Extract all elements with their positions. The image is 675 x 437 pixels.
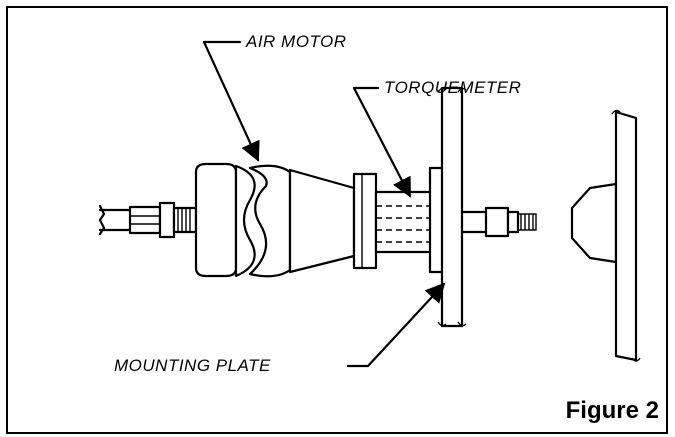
air-motor-leader — [202, 40, 260, 162]
mating-cone — [570, 182, 618, 264]
figure-caption: Figure 2 — [565, 397, 659, 424]
right-plate — [611, 109, 641, 362]
torquemeter — [352, 166, 458, 274]
torquemeter-label: TORQUEMETER — [384, 78, 522, 97]
mounting-plate-label: MOUNTING PLATE — [114, 356, 271, 375]
output-shaft — [460, 206, 537, 238]
air-motor — [194, 162, 356, 278]
torquemeter-leader — [352, 86, 412, 198]
mounting-plate-leader — [346, 282, 446, 368]
hose-fitting — [158, 201, 198, 239]
air-hose — [98, 204, 162, 236]
mounting-plate — [437, 86, 467, 328]
air-motor-label: AIR MOTOR — [246, 32, 347, 51]
